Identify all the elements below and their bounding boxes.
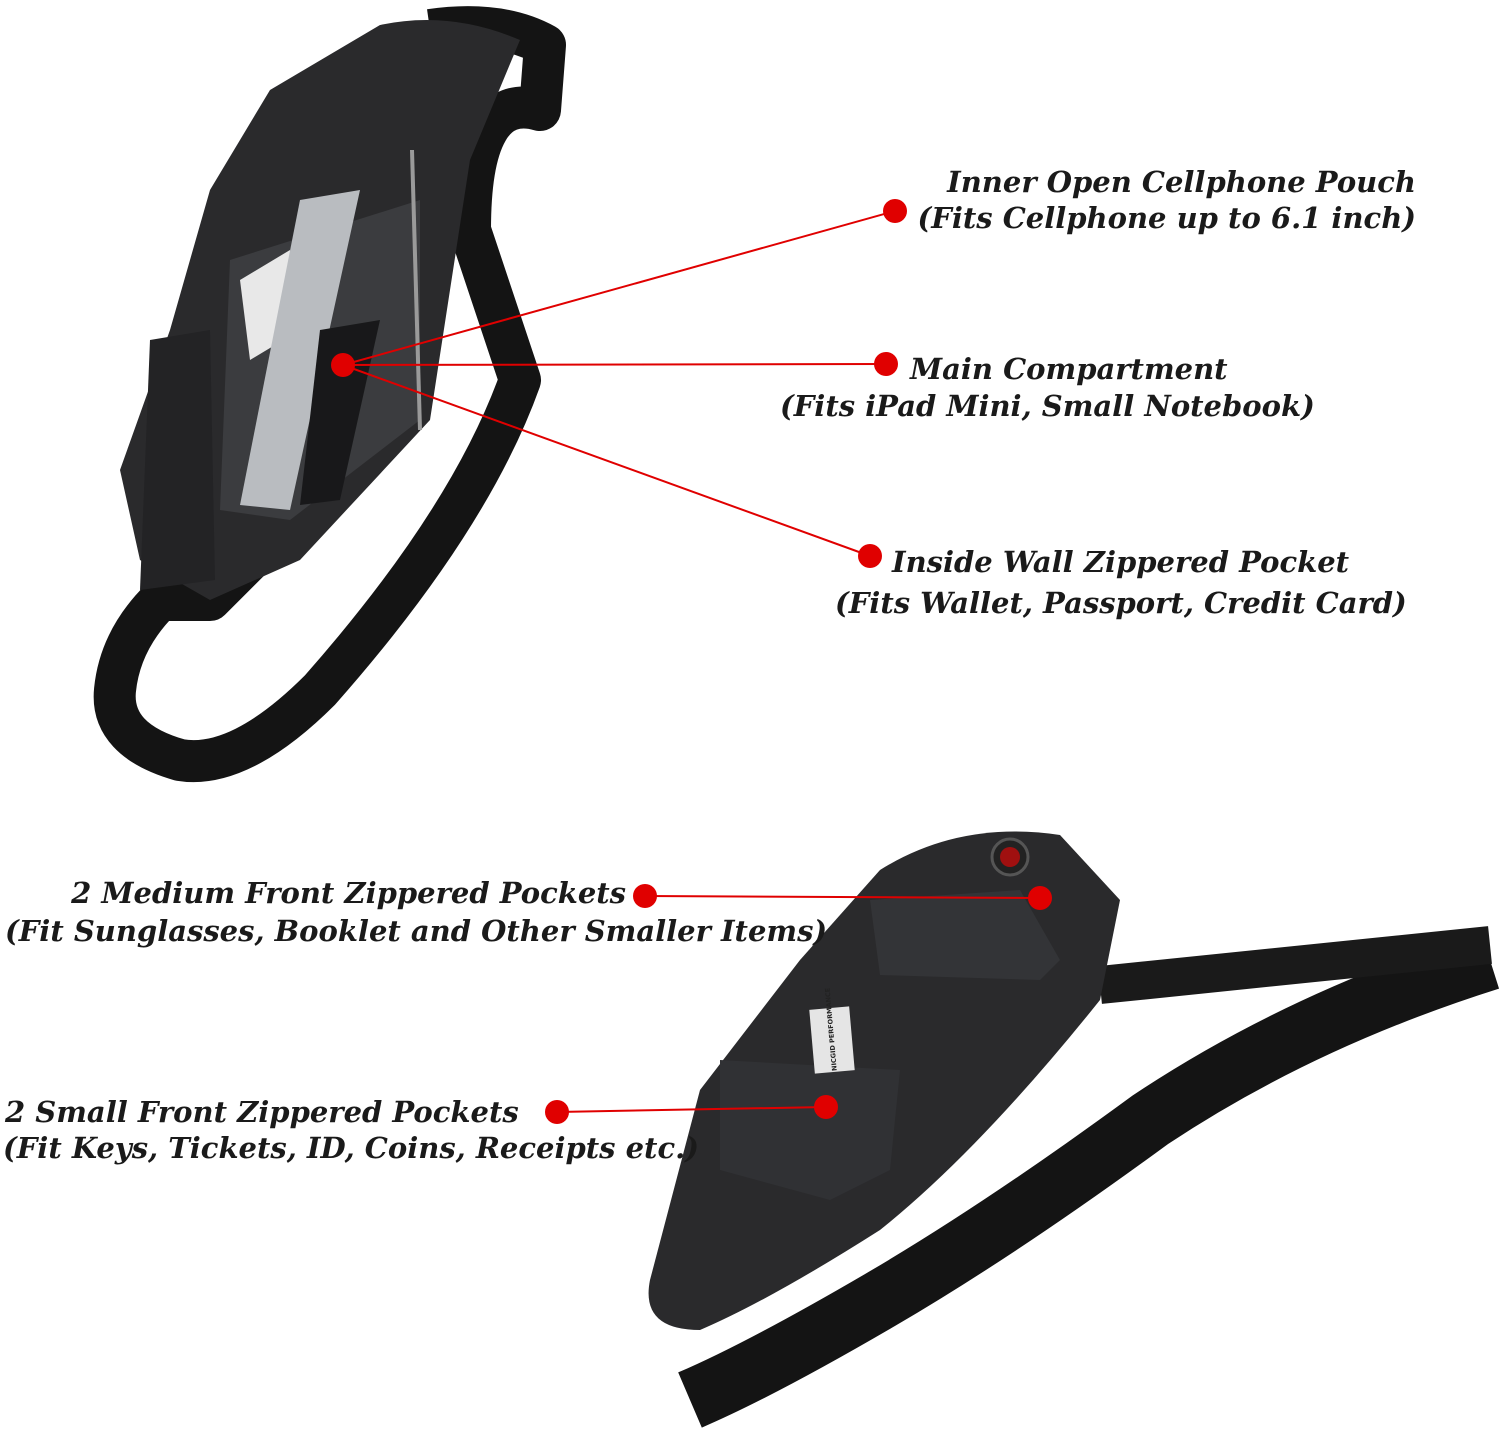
- callout-cellphone-pouch: Inner Open Cellphone Pouch (Fits Cellpho…: [918, 164, 1416, 236]
- callout-inside-wall-title: Inside Wall Zippered Pocket: [892, 545, 1350, 579]
- front-sling-bag-image: [648, 831, 1500, 1428]
- brand-label-patch: [809, 1006, 855, 1074]
- callout-lines: [342, 210, 1041, 1113]
- callout-main-compartment-title: Main Compartment: [910, 352, 1228, 386]
- callout-small-pockets-title: 2 Small Front Zippered Pockets: [5, 1095, 519, 1129]
- callout-dots: [331, 199, 1052, 1124]
- open-sling-bag-image: [93, 6, 566, 783]
- callout-small-pockets-detail: (Fit Keys, Tickets, ID, Coins, Receipts …: [3, 1131, 699, 1165]
- callout-title: Inner Open Cellphone Pouch: [947, 165, 1416, 199]
- callout-medium-pockets-title: 2 Medium Front Zippered Pockets: [71, 876, 626, 910]
- callout-medium-pockets-detail: (Fit Sunglasses, Booklet and Other Small…: [5, 914, 828, 948]
- callout-main-compartment-detail: (Fits iPad Mini, Small Notebook): [780, 389, 1315, 423]
- callout-inside-wall-detail: (Fits Wallet, Passport, Credit Card): [835, 586, 1407, 620]
- callout-detail: (Fits Cellphone up to 6.1 inch): [917, 201, 1416, 235]
